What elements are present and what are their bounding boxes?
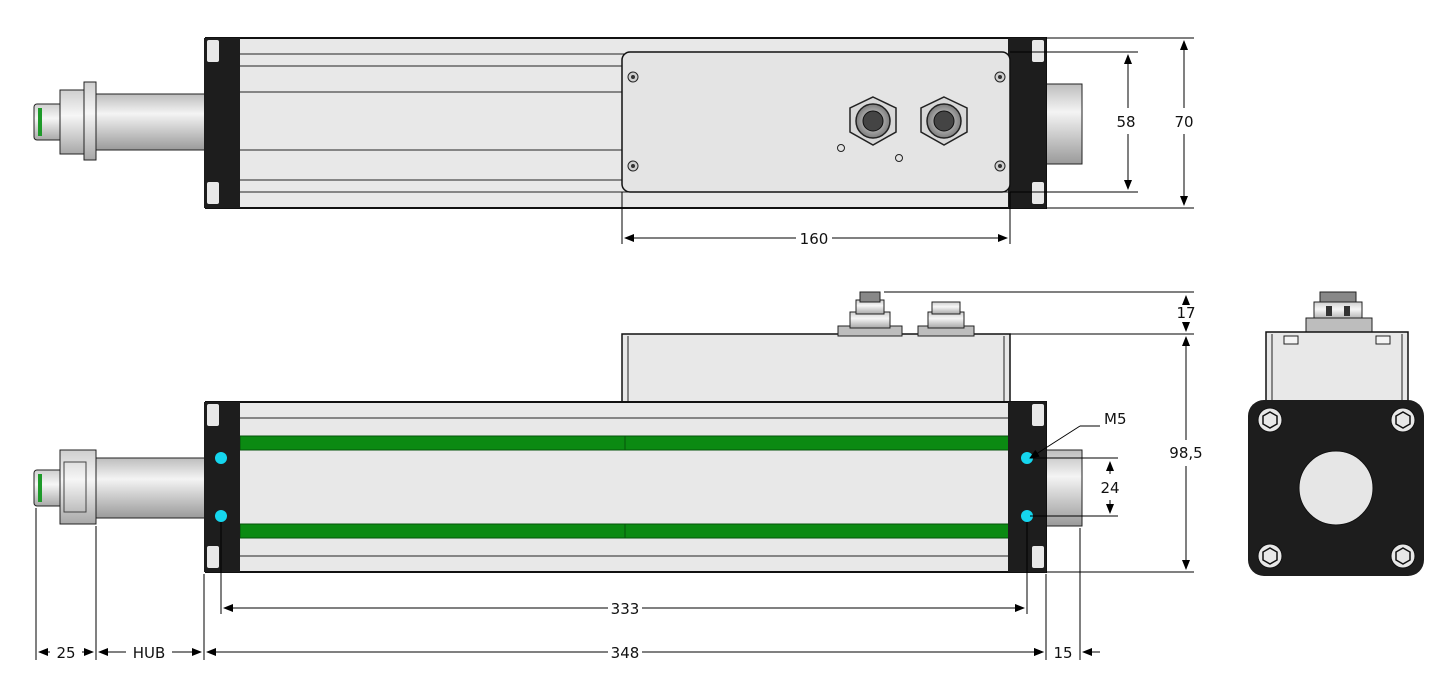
dim-70-label: 70 <box>1174 113 1193 131</box>
dim-24-label: 24 <box>1100 479 1119 497</box>
end-cap-right-top <box>1008 38 1046 208</box>
dim-58-label: 58 <box>1116 113 1135 131</box>
dim-58 <box>1010 51 1138 193</box>
bolt-head <box>1257 543 1283 569</box>
end-cap-left-top <box>204 38 240 208</box>
mounting-hole <box>1021 510 1033 522</box>
connector-2-side <box>917 301 975 337</box>
dim-348-label: 348 <box>611 644 640 662</box>
rod-end-top <box>33 81 207 161</box>
dim-24 <box>1030 457 1118 517</box>
electronics-box-end <box>1265 331 1409 405</box>
rear-stub-side <box>1043 449 1083 527</box>
dim-98-5 <box>1046 336 1194 573</box>
dim-98-5-label: 98,5 <box>1169 444 1202 462</box>
dim-25-label: 25 <box>56 644 75 662</box>
connector-1-top <box>849 96 897 146</box>
end-cap-left-side <box>204 402 240 572</box>
t-slot-lower <box>239 523 1011 539</box>
mounting-hole <box>215 510 227 522</box>
dim-333 <box>220 522 1028 614</box>
dim-333-label: 333 <box>611 600 640 618</box>
bolt-head <box>1390 543 1416 569</box>
mounting-hole <box>215 452 227 464</box>
connector-2-top <box>920 96 968 146</box>
dim-70 <box>1046 37 1194 209</box>
end-view <box>1248 291 1424 576</box>
bolt-head <box>1257 407 1283 433</box>
dim-160-label: 160 <box>800 230 829 248</box>
bolt-head <box>1390 407 1416 433</box>
rod-end-side <box>33 449 207 525</box>
electronics-plate-top <box>621 51 1011 193</box>
profile-body-side <box>205 401 1047 573</box>
rear-stub-top <box>1043 83 1083 165</box>
connector-1-side <box>837 291 903 337</box>
end-plate <box>1248 400 1424 576</box>
dim-hub-label: HUB <box>133 644 166 662</box>
side-view: 17 98,5 M5 24 333 <box>33 291 1203 662</box>
dim-17-label: 17 <box>1176 304 1195 322</box>
top-view: 58 70 160 <box>33 37 1194 248</box>
rod-bore <box>1298 450 1374 526</box>
t-slot-upper <box>239 435 1011 451</box>
dim-17 <box>884 291 1194 335</box>
electronics-box-side <box>621 333 1011 405</box>
dim-m5-label: M5 <box>1104 410 1127 428</box>
dim-m5-leader <box>1029 425 1100 459</box>
dim-15-label: 15 <box>1053 644 1072 662</box>
dim-160 <box>621 192 1011 244</box>
dim-bottom-chain <box>35 508 1100 660</box>
connector-end-view <box>1305 291 1373 333</box>
